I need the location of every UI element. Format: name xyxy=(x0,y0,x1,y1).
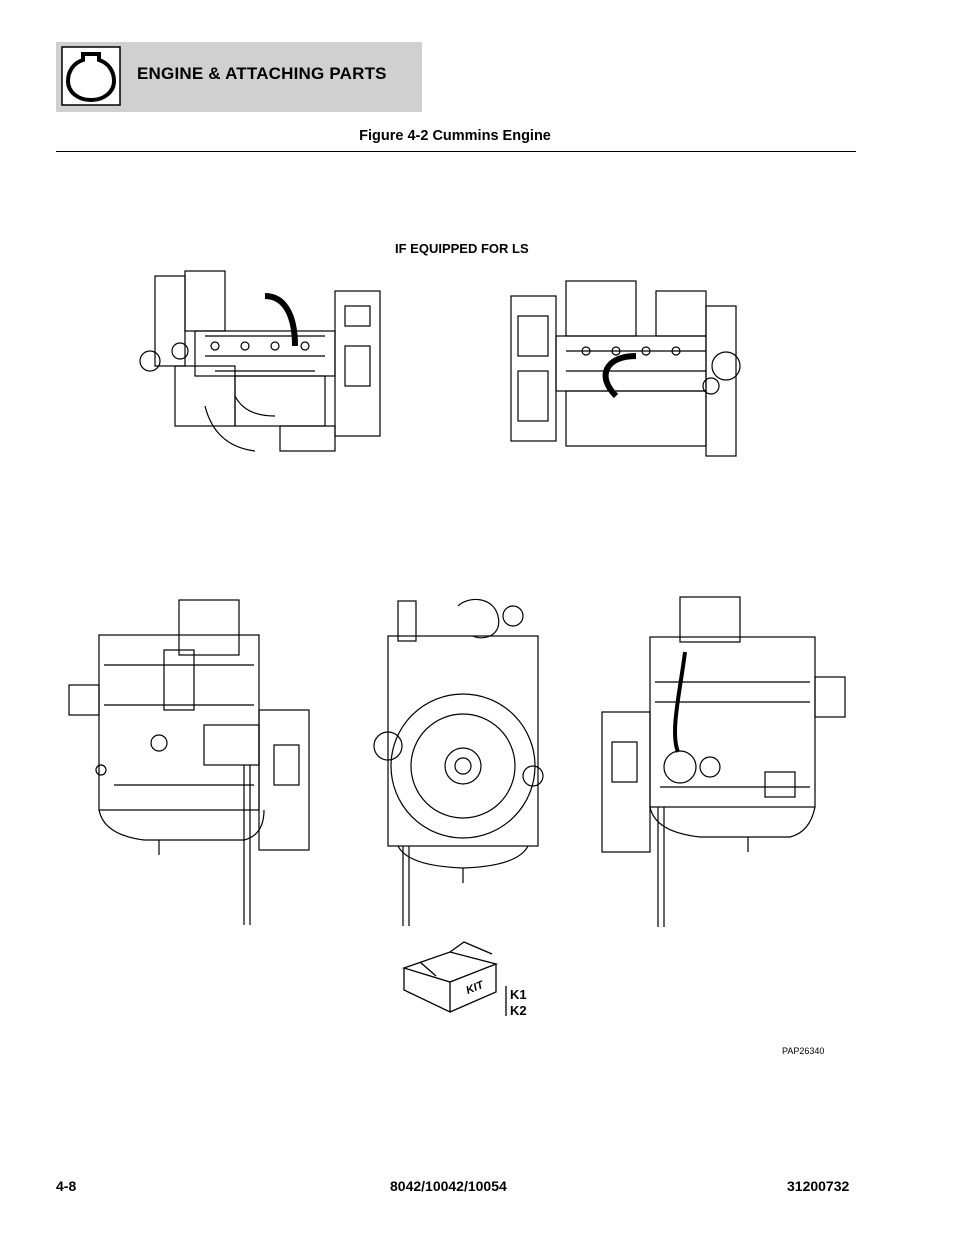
document-number: 31200732 xyxy=(787,1178,850,1194)
page-number: 4-8 xyxy=(56,1178,77,1194)
ls-equipped-note: IF EQUIPPED FOR LS xyxy=(395,241,529,256)
engine-front-view xyxy=(368,596,548,936)
kit-item-k2: K2 xyxy=(510,1003,527,1018)
title-divider xyxy=(56,151,856,152)
drawing-id: PAP26340 xyxy=(782,1046,825,1056)
kit-item-k1: K1 xyxy=(510,987,527,1002)
model-numbers: 8042/10042/10054 xyxy=(390,1178,507,1194)
engine-left-side-view xyxy=(64,595,316,935)
engine-side-view-right xyxy=(506,276,746,468)
section-title: ENGINE & ATTACHING PARTS xyxy=(137,64,387,83)
engine-section-icon xyxy=(61,46,121,106)
engine-side-view-left xyxy=(135,266,387,458)
figure-title: Figure 4-2 Cummins Engine xyxy=(359,128,551,144)
engine-right-side-view xyxy=(600,592,850,932)
kit-box-illustration xyxy=(400,938,520,1018)
